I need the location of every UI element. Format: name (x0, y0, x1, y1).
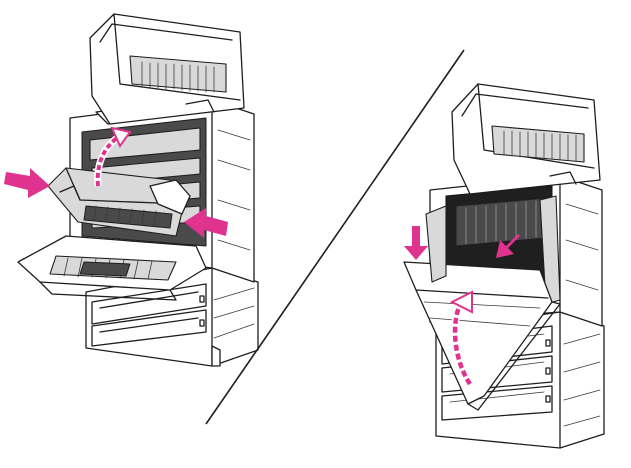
left-top-cover (89, 13, 245, 125)
right-front-panel (403, 205, 561, 411)
left-front-door (17, 235, 207, 301)
right-latch-arrow-icon (496, 234, 520, 258)
left-latch-arrow-icon (404, 226, 428, 260)
left-paper-trays (85, 267, 259, 367)
right-top-cover (451, 83, 601, 195)
left-printer (4, 13, 259, 367)
right-printer (403, 83, 605, 449)
left-transfer-unit (47, 167, 191, 237)
left-lift-arrow-icon (94, 126, 132, 187)
divider-line (205, 49, 465, 425)
right-push-arrow-icon (184, 208, 228, 238)
right-lift-arrow-icon (449, 290, 474, 387)
left-push-arrow-icon (4, 168, 50, 198)
